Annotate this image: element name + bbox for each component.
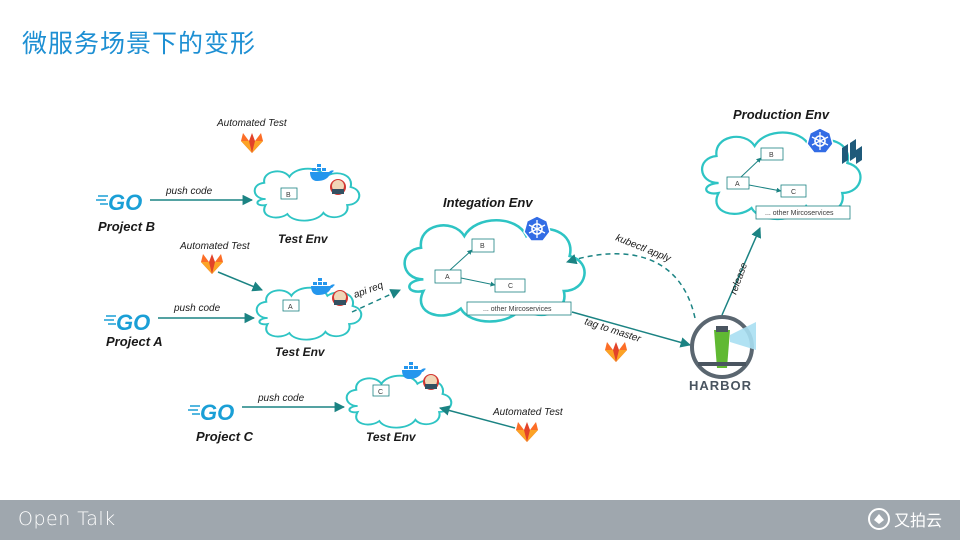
jenkins-icon [332,290,348,306]
kubectl-apply-label: kubectl apply [614,233,673,265]
harbor-label: HARBOR [689,378,752,393]
go-logo-text-c: GO [200,400,234,425]
project-c: GO Project C push code [188,393,346,444]
tag-to-master-label: tag to master [583,316,643,345]
push-label-b: push code [165,186,213,197]
go-logo: GO [96,190,142,215]
harbor-logo: HARBOR [689,315,756,393]
production-service-a: A [735,181,740,188]
gitlab-icon [201,254,223,274]
test-env-a-service: A [288,304,293,311]
release-label: release [728,261,750,296]
cloud-provider-icon [842,139,862,164]
footer-brand-right: 又拍云 [867,507,942,531]
project-a-label: Project A [106,334,163,349]
production-service-c: C [791,189,796,196]
production-others: ... other Mircoservices [765,210,834,217]
test-env-c-label: Test Env [366,430,417,444]
footer-brand-left: Open Talk [18,508,116,530]
production-env: Production Env B A C ... other Mircoserv… [700,107,862,221]
go-logo-text-b: GO [108,190,142,215]
tag-to-master-arrow [571,311,692,348]
slide-title: 微服务场景下的变形 [22,29,257,58]
test-env-b-service: B [286,192,291,199]
upyun-logo-icon [867,508,890,530]
gitlab-icon [605,342,627,362]
pipeline-diagram: GO Project B push code B Test Env Automa… [96,107,862,444]
integration-service-b: B [480,243,485,250]
automated-arrow-c [438,405,516,429]
go-logo: GO [188,400,234,425]
test-env-c: C Test Env Automated Test [345,362,564,444]
jenkins-icon [423,374,439,390]
gitlab-icon [516,422,538,442]
production-service-b: B [769,152,774,159]
kubernetes-icon [523,215,551,242]
jenkins-icon [330,179,346,195]
api-req-label: api req [352,280,385,301]
go-logo-text-a: GO [116,310,150,335]
test-env-b: B Test Env Automated Test [216,118,361,246]
production-env-label: Production Env [733,107,830,122]
test-env-a-label: Test Env [275,345,326,359]
automated-arrow-a [217,271,263,292]
project-b-label: Project B [98,219,155,234]
release-arrow [721,227,762,316]
project-b: GO Project B push code [96,186,254,234]
project-a: GO Project A push code [104,303,256,349]
test-env-a: A Test Env Automated Test [179,241,363,359]
automated-test-c-label: Automated Test [492,407,564,418]
kubernetes-icon [806,127,834,154]
footer-brand-text: 又拍云 [893,511,942,530]
test-env-b-label: Test Env [278,232,329,246]
push-label-a: push code [173,303,221,314]
integration-env: Integation Env B A C ... other Mircoserv… [403,195,586,323]
push-label-c: push code [257,393,305,404]
project-c-label: Project C [196,429,254,444]
footer-bar: Open Talk 又拍云 [0,500,960,540]
integration-service-c: C [508,283,513,290]
integration-service-a: A [445,274,450,281]
kubectl-apply-arrow [566,253,696,319]
test-env-c-service: C [378,389,383,396]
docker-icon [402,362,426,379]
automated-test-b-label: Automated Test [216,118,288,129]
integration-env-label: Integation Env [443,195,533,210]
integration-others: ... other Mircoservices [483,306,552,313]
gitlab-icon [241,133,263,153]
automated-test-a-label: Automated Test [179,241,251,252]
docker-icon [311,278,335,295]
go-logo: GO [104,310,150,335]
